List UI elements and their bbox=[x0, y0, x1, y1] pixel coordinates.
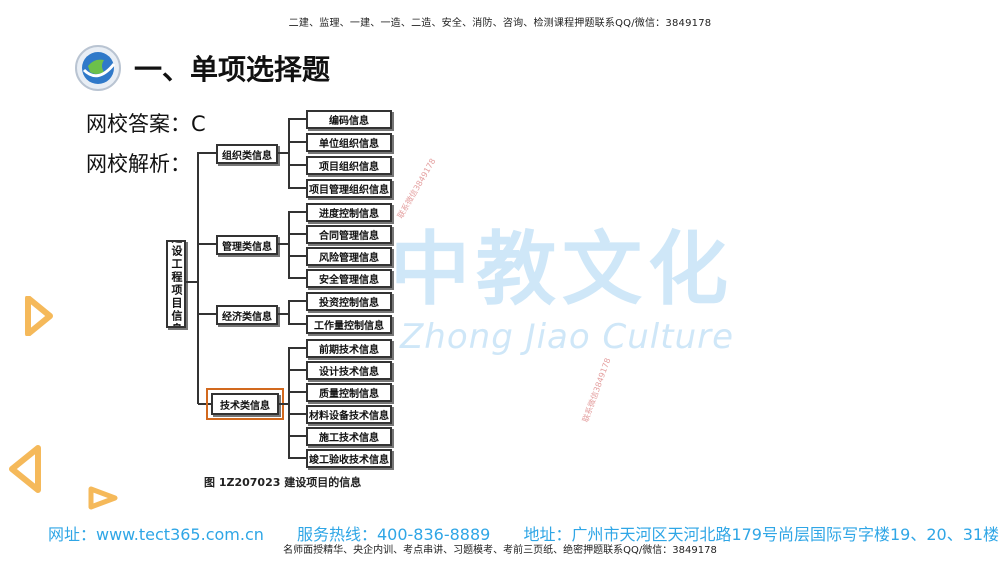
connector bbox=[288, 347, 290, 457]
leaf-node: 质量控制信息 bbox=[306, 383, 392, 402]
triangle-decor-icon bbox=[9, 445, 41, 493]
connector bbox=[184, 281, 198, 283]
top-banner: 二建、监理、一建、一造、二造、安全、消防、咨询、检测课程押题联系QQ/微信：38… bbox=[288, 18, 712, 29]
connector bbox=[288, 300, 290, 324]
footer-address: 地址：广州市天河区天河北路179号尚层国际写字楼19、20、31楼 bbox=[523, 525, 1000, 544]
leaf-node: 风险管理信息 bbox=[306, 247, 392, 266]
connector bbox=[288, 118, 306, 120]
connector bbox=[198, 403, 216, 405]
logo-icon bbox=[75, 45, 121, 91]
connector bbox=[288, 300, 306, 302]
leaf-node: 安全管理信息 bbox=[306, 269, 392, 288]
connector bbox=[288, 211, 290, 279]
connector bbox=[288, 457, 306, 459]
connector bbox=[288, 233, 306, 235]
leaf-node: 进度控制信息 bbox=[306, 203, 392, 222]
triangle-decor-icon bbox=[25, 296, 53, 336]
leaf-node: 施工技术信息 bbox=[306, 427, 392, 446]
leaf-node: 竣工验收技术信息 bbox=[306, 449, 392, 468]
connector bbox=[288, 347, 306, 349]
connector bbox=[198, 152, 216, 154]
leaf-node: 项目组织信息 bbox=[306, 156, 392, 175]
connector bbox=[278, 403, 288, 405]
leaf-node: 投资控制信息 bbox=[306, 292, 392, 311]
leaf-node: 单位组织信息 bbox=[306, 133, 392, 152]
leaf-node: 前期技术信息 bbox=[306, 339, 392, 358]
connector bbox=[276, 313, 288, 315]
connector bbox=[198, 313, 216, 315]
connector bbox=[288, 369, 306, 371]
leaf-node: 合同管理信息 bbox=[306, 225, 392, 244]
triangle-decor-icon bbox=[88, 486, 118, 510]
leaf-node: 项目管理组织信息 bbox=[306, 179, 392, 198]
connector bbox=[288, 164, 306, 166]
connector bbox=[288, 323, 306, 325]
category-economic: 经济类信息 bbox=[216, 305, 278, 325]
leaf-node: 编码信息 bbox=[306, 110, 392, 129]
footer-hotline: 服务热线：400-836-8889 bbox=[296, 525, 491, 544]
connector bbox=[288, 255, 306, 257]
figure-caption: 图 1Z207023 建设项目的信息 bbox=[204, 476, 362, 489]
connector bbox=[288, 141, 306, 143]
analysis-line: 网校解析： bbox=[86, 152, 191, 176]
connector bbox=[198, 243, 216, 245]
connector bbox=[276, 152, 288, 154]
connector bbox=[288, 277, 306, 279]
connector bbox=[288, 211, 306, 213]
connector bbox=[276, 243, 288, 245]
category-management: 管理类信息 bbox=[216, 235, 278, 255]
answer-line: 网校答案：C bbox=[86, 112, 206, 136]
connector bbox=[288, 391, 306, 393]
category-organization: 组织类信息 bbox=[216, 144, 278, 164]
category-technical: 技术类信息 bbox=[206, 388, 284, 420]
leaf-node: 材料设备技术信息 bbox=[306, 405, 392, 424]
footer-website: 网址：www.tect365.com.cn bbox=[48, 525, 264, 544]
connector bbox=[288, 413, 306, 415]
connector bbox=[197, 152, 199, 404]
leaf-node: 工作量控制信息 bbox=[306, 315, 392, 334]
connector bbox=[288, 435, 306, 437]
connector bbox=[288, 118, 290, 188]
root-node: 建设工程项目信息 bbox=[166, 240, 186, 328]
leaf-node: 设计技术信息 bbox=[306, 361, 392, 380]
footer-bottom: 名师面授精华、央企内训、考点串讲、习题模考、考前三页纸、绝密押题联系QQ/微信：… bbox=[283, 545, 717, 556]
footer-contact: 网址：www.tect365.com.cn 服务热线：400-836-8889 … bbox=[48, 521, 1000, 545]
section-title: 一、单项选择题 bbox=[134, 53, 331, 86]
connector bbox=[288, 187, 306, 189]
